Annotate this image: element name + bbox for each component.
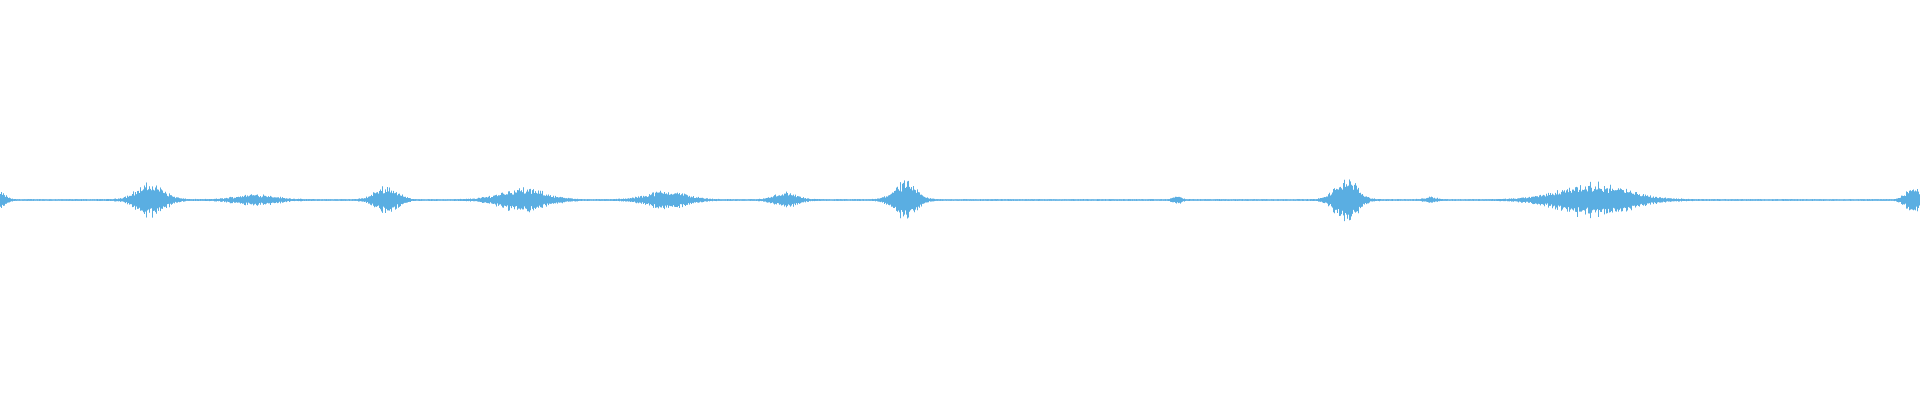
waveform-path	[0, 179, 1920, 222]
waveform-samples	[0, 179, 1920, 222]
